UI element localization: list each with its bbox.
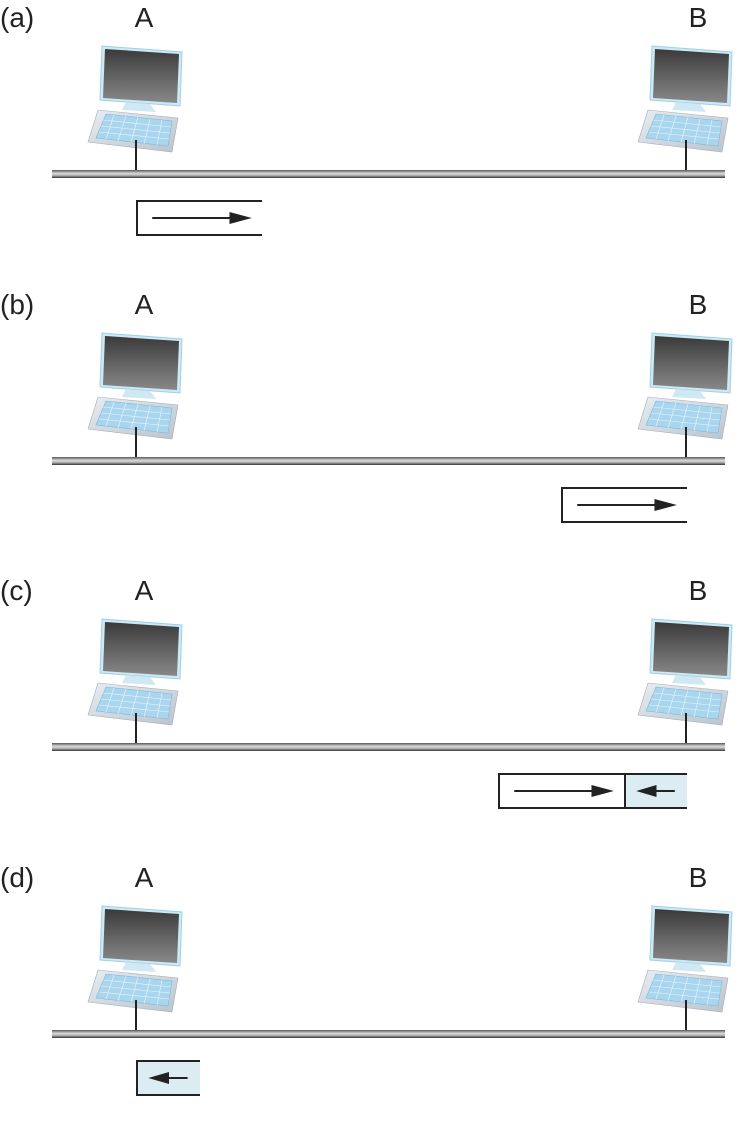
panel-label: (d) xyxy=(0,862,35,893)
panel-label: (a) xyxy=(0,2,35,33)
computer-b-icon xyxy=(636,613,736,728)
host-b-link xyxy=(685,140,687,172)
host-b-label: B xyxy=(688,575,708,606)
host-a-link xyxy=(135,1000,137,1032)
host-b-link xyxy=(685,713,687,745)
panel-a: (a) A B xyxy=(0,0,741,285)
host-b-label: B xyxy=(688,289,708,320)
host-a-link xyxy=(135,713,137,745)
frame xyxy=(498,773,687,809)
panel-b: (b) A B xyxy=(0,287,741,572)
ethernet-cable xyxy=(52,457,725,465)
host-a-label: A xyxy=(134,289,154,320)
ethernet-cable xyxy=(52,1030,725,1038)
host-a-link xyxy=(135,427,137,459)
computer-a-icon xyxy=(86,613,186,728)
computer-a-icon xyxy=(86,900,186,1015)
host-b-label: B xyxy=(688,2,708,33)
frame xyxy=(136,200,262,236)
host-b-link xyxy=(685,427,687,459)
ethernet-cable xyxy=(52,743,725,751)
host-a-label: A xyxy=(134,862,154,893)
panel-label: (b) xyxy=(0,289,35,320)
ack-segment xyxy=(138,1062,200,1094)
host-a-label: A xyxy=(134,575,154,606)
host-b-link xyxy=(685,1000,687,1032)
panel-c: (c) A B xyxy=(0,573,741,858)
data-segment xyxy=(563,489,687,521)
host-a-label: A xyxy=(134,2,154,33)
computer-b-icon xyxy=(636,900,736,1015)
frame xyxy=(136,1060,200,1096)
host-a-link xyxy=(135,140,137,172)
host-b-label: B xyxy=(688,862,708,893)
computer-b-icon xyxy=(636,40,736,155)
computer-b-icon xyxy=(636,327,736,442)
ack-segment xyxy=(624,775,687,807)
panel-d: (d) A B xyxy=(0,860,741,1145)
frame xyxy=(561,487,687,523)
computer-a-icon xyxy=(86,40,186,155)
ethernet-cable xyxy=(52,170,725,178)
data-segment xyxy=(138,202,262,234)
data-segment xyxy=(500,775,624,807)
panel-label: (c) xyxy=(0,575,33,606)
computer-a-icon xyxy=(86,327,186,442)
